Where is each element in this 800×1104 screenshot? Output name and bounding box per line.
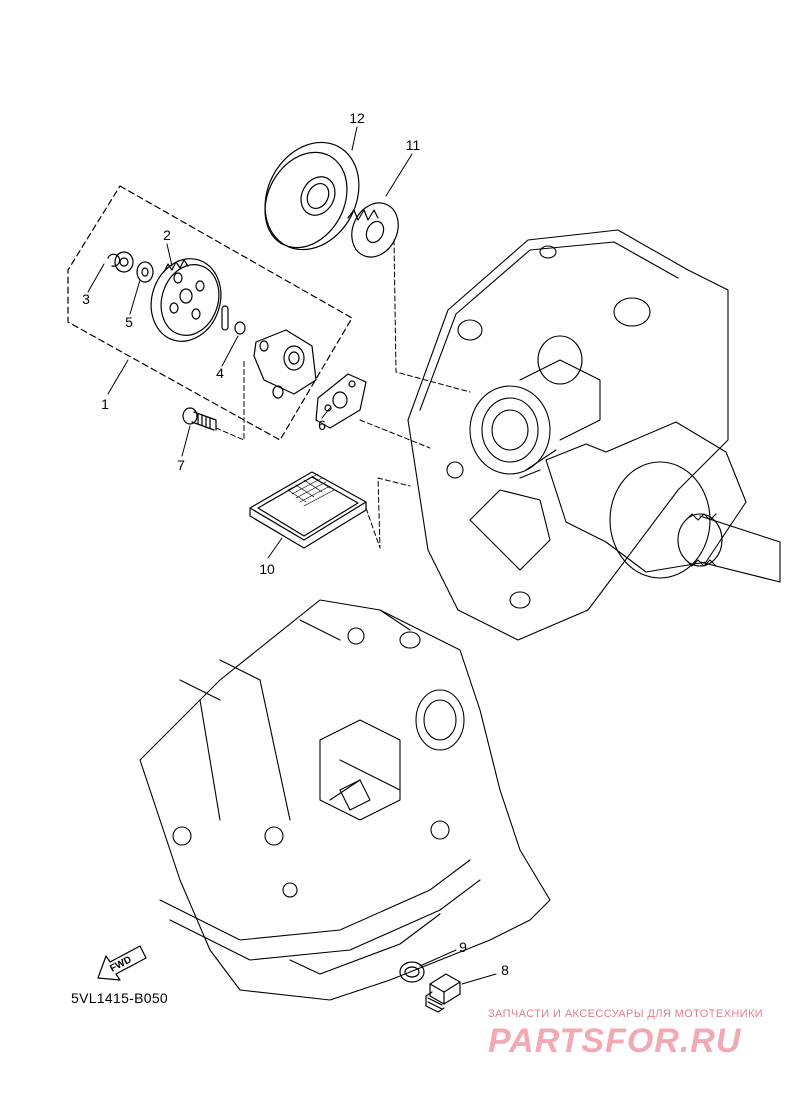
- callout-12: 12: [349, 110, 365, 126]
- leader-5: [129, 279, 141, 315]
- leader-6: [321, 407, 331, 419]
- part-5-washer: [114, 251, 154, 283]
- locator-line-10: [365, 477, 411, 549]
- callout-4: 4: [216, 365, 224, 381]
- part-11-spring-washer: [347, 202, 399, 258]
- part-10-oil-strainer: [249, 471, 367, 549]
- callout-1: 1: [101, 396, 109, 412]
- locator-line-11: [393, 239, 471, 393]
- leader-4: [221, 335, 239, 367]
- oil-pump-body: [253, 329, 317, 399]
- leader-11: [385, 153, 413, 197]
- locator-line-7: [215, 359, 245, 441]
- part-7-bolt: [182, 407, 217, 431]
- leader-10: [267, 537, 283, 559]
- part-4-o-ring: [234, 321, 246, 335]
- lower-crankcase: [139, 599, 551, 1001]
- callout-2: 2: [163, 227, 171, 243]
- leader-7: [181, 425, 191, 457]
- part-2-pump-gear: [150, 258, 222, 342]
- callout-11: 11: [406, 137, 421, 153]
- callout-9: 9: [459, 939, 467, 955]
- fwd-arrow-icon: [97, 945, 147, 981]
- diagram-code: 5VL1415-B050: [71, 990, 169, 1006]
- callout-7: 7: [177, 457, 185, 473]
- leader-1: [107, 359, 129, 395]
- dowel-pin: [221, 305, 229, 331]
- upper-crankcase: [407, 229, 781, 641]
- part-8-drain-bolt: [425, 973, 461, 1013]
- part-3-circlip: [107, 253, 121, 267]
- leader-9: [419, 949, 457, 967]
- watermark-tagline: ЗАПЧАСТИ И АКСЕССУАРЫ ДЛЯ МОТОТЕХНИКИ: [488, 1008, 764, 1020]
- leader-8: [461, 973, 497, 985]
- watermark-logo: PARTSFOR.RU: [488, 1022, 742, 1060]
- leader-12: [351, 126, 358, 151]
- locator-line-6: [359, 419, 431, 449]
- part-9-washer: [399, 961, 425, 983]
- callout-5: 5: [125, 314, 133, 330]
- callout-10: 10: [259, 561, 275, 577]
- leader-2: [166, 243, 173, 267]
- callout-3: 3: [82, 291, 90, 307]
- part-12-cover: [264, 141, 360, 251]
- callout-6: 6: [318, 417, 326, 433]
- part-6-gasket: [315, 373, 367, 429]
- callout-8: 8: [501, 962, 509, 978]
- assembly-dashed-outline: [67, 185, 353, 441]
- leader-3: [87, 263, 105, 293]
